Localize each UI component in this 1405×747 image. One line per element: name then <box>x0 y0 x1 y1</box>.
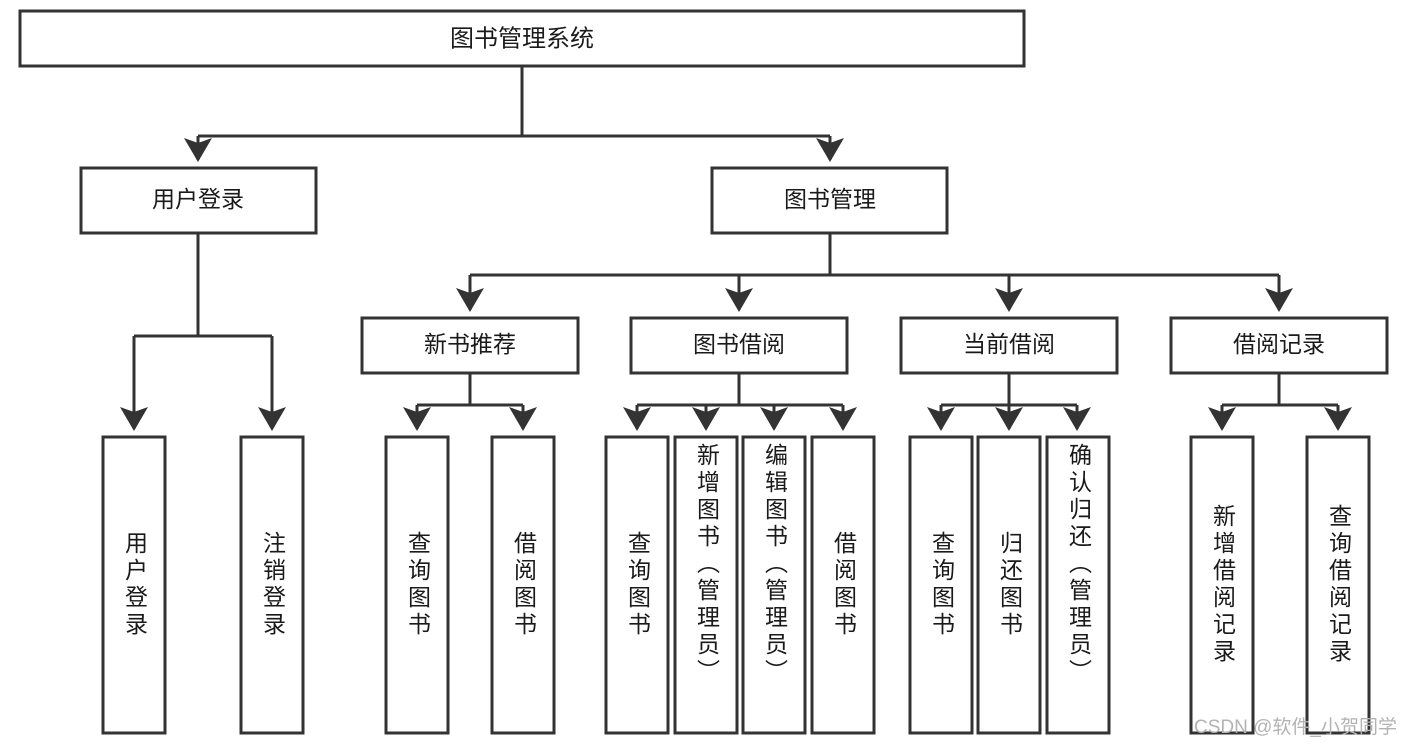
node-leaf-user-login-label: 用户登录 <box>121 531 148 639</box>
node-leaf-borrow-book-1-label: 借阅图书 <box>510 531 537 639</box>
node-borrow-record-box[interactable] <box>1169 316 1389 375</box>
node-book-management-box[interactable] <box>710 166 949 235</box>
node-leaf-confirm-return-label: 确认归还（管理员） <box>1065 443 1092 686</box>
node-leaf-query-book-1-box[interactable] <box>384 435 450 735</box>
node-leaf-logout-login-box[interactable] <box>239 435 305 735</box>
node-leaf-add-book-box[interactable] <box>673 435 739 735</box>
node-leaf-return-book-box[interactable] <box>976 435 1042 735</box>
node-user-login[interactable]: 用户登录 <box>79 166 318 235</box>
node-user-login-label: 用户登录 <box>152 186 244 212</box>
node-leaf-borrow-book-2-box[interactable] <box>810 435 876 735</box>
connector-borrow-record-to-leaves <box>1208 373 1352 431</box>
node-leaf-logout-login[interactable]: 注销登录 <box>239 435 305 735</box>
node-leaf-add-book[interactable]: 新增图书（管理员） <box>673 435 739 735</box>
node-leaf-query-book-1-label: 查询图书 <box>404 531 431 639</box>
node-leaf-query-book-3-box[interactable] <box>908 435 974 735</box>
node-leaf-query-record[interactable]: 查询借阅记录 <box>1305 435 1371 735</box>
node-book-borrow-label: 图书借阅 <box>693 331 785 357</box>
node-leaf-user-login-box[interactable] <box>101 435 167 735</box>
connector-current-borrow-to-leaves <box>927 373 1091 431</box>
node-current-borrow[interactable]: 当前借阅 <box>899 316 1119 375</box>
node-leaf-confirm-return[interactable]: 确认归还（管理员） <box>1045 435 1111 735</box>
node-leaf-borrow-book-1-box[interactable] <box>490 435 556 735</box>
node-book-management[interactable]: 图书管理 <box>710 166 949 235</box>
node-book-management-label: 图书管理 <box>784 186 876 212</box>
node-book-borrow[interactable]: 图书借阅 <box>629 316 849 375</box>
node-new-book-recommend-label: 新书推荐 <box>424 331 516 357</box>
connector-book-borrow-to-leaves <box>623 373 857 431</box>
node-leaf-borrow-book-2-label: 借阅图书 <box>830 531 857 639</box>
node-new-book-recommend-box[interactable] <box>360 316 580 375</box>
node-leaf-return-book-label: 归还图书 <box>996 531 1023 639</box>
node-leaf-edit-book-box[interactable] <box>741 435 807 735</box>
connector-new-book-recommend-to-leaves <box>403 373 537 431</box>
node-leaf-user-login[interactable]: 用户登录 <box>101 435 167 735</box>
node-new-book-recommend[interactable]: 新书推荐 <box>360 316 580 375</box>
node-leaf-query-book-3[interactable]: 查询图书 <box>908 435 974 735</box>
connector-root-to-level2 <box>184 66 844 162</box>
node-current-borrow-label: 当前借阅 <box>963 331 1055 357</box>
node-leaf-query-book-2-label: 查询图书 <box>624 531 651 639</box>
node-leaf-borrow-book-1[interactable]: 借阅图书 <box>490 435 556 735</box>
node-leaf-query-record-box[interactable] <box>1305 435 1371 735</box>
node-leaf-confirm-return-box[interactable] <box>1045 435 1111 735</box>
node-borrow-record[interactable]: 借阅记录 <box>1169 316 1389 375</box>
node-leaf-add-record-label: 新增借阅记录 <box>1209 504 1236 666</box>
node-root[interactable]: 图书管理系统 <box>18 9 1026 68</box>
node-user-login-box[interactable] <box>79 166 318 235</box>
node-leaf-edit-book-label: 编辑图书（管理员） <box>761 443 788 686</box>
node-leaf-add-book-label: 新增图书（管理员） <box>693 443 720 686</box>
connector-user-login-to-leaves <box>120 233 286 431</box>
node-leaf-query-record-label: 查询借阅记录 <box>1325 504 1352 666</box>
node-root-box[interactable] <box>18 9 1026 68</box>
node-leaf-query-book-2[interactable]: 查询图书 <box>604 435 670 735</box>
node-root-label: 图书管理系统 <box>450 25 594 52</box>
node-leaf-return-book[interactable]: 归还图书 <box>976 435 1042 735</box>
connector-book-management-to-level3 <box>456 233 1293 312</box>
node-leaf-edit-book[interactable]: 编辑图书（管理员） <box>741 435 807 735</box>
node-current-borrow-box[interactable] <box>899 316 1119 375</box>
node-borrow-record-label: 借阅记录 <box>1233 331 1325 357</box>
node-leaf-add-record-box[interactable] <box>1189 435 1255 735</box>
node-book-borrow-box[interactable] <box>629 316 849 375</box>
node-leaf-query-book-3-label: 查询图书 <box>928 531 955 639</box>
node-leaf-logout-login-label: 注销登录 <box>259 531 286 639</box>
node-leaf-query-book-2-box[interactable] <box>604 435 670 735</box>
node-leaf-query-book-1[interactable]: 查询图书 <box>384 435 450 735</box>
node-leaf-borrow-book-2[interactable]: 借阅图书 <box>810 435 876 735</box>
node-leaf-add-record[interactable]: 新增借阅记录 <box>1189 435 1255 735</box>
